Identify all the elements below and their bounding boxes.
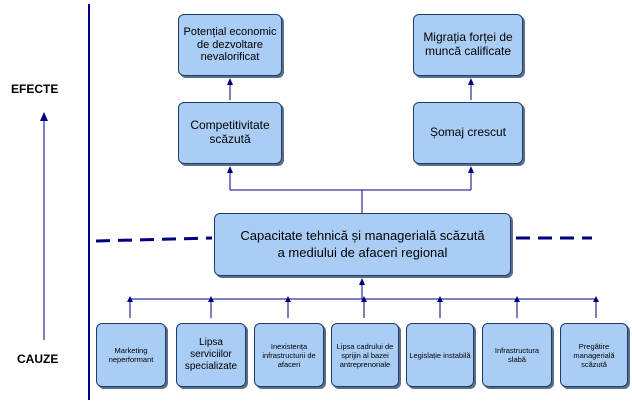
central-problem-box: Capacitate tehnică și managerială scăzut… [214, 213, 511, 276]
effect-box-potential: Potențial economic de dezvoltare nevalor… [178, 14, 282, 76]
effect-text: Potențial economic de dezvoltare nevalor… [183, 26, 277, 64]
cause-text: Inexistența infrastructurii de afaceri [262, 341, 316, 369]
central-problem-text: Capacitate tehnică și managerială scăzut… [240, 227, 485, 260]
cause-text: Pregătire managerială scăzută [573, 341, 615, 369]
cause-box: Lipsa cadrului de sprijin al bazei antre… [331, 323, 399, 387]
causes-label: CAUZE [17, 352, 59, 366]
cause-box: Legislație instabilă [406, 323, 474, 387]
effect-text: Migrația forței de muncă calificate [423, 30, 513, 58]
effect-box-unemployment: Șomaj crescut [413, 102, 523, 164]
arrow-head [468, 166, 474, 173]
direction-arrow-head [40, 112, 48, 121]
cause-box: Infrastructura slabă [482, 323, 552, 387]
arrow-head [227, 78, 233, 85]
dashed-separator-left [95, 236, 213, 243]
effect-text: Competitivitate scăzută [190, 118, 270, 146]
effects-label: EFECTE [11, 82, 59, 96]
cause-box: Marketing neperformant [96, 323, 166, 387]
effect-text: Șomaj crescut [429, 125, 507, 140]
arrow-head [227, 166, 233, 173]
arrow-head [468, 78, 474, 85]
effect-box-migration: Migrația forței de muncă calificate [413, 14, 523, 76]
cause-text: Marketing neperformant [108, 346, 154, 364]
cause-box: Inexistența infrastructurii de afaceri [254, 323, 324, 387]
effect-box-competitiveness: Competitivitate scăzută [178, 102, 282, 164]
cause-box: Pregătire managerială scăzută [560, 323, 628, 387]
cause-box: Lipsa serviciilor specializate [176, 323, 246, 387]
arrow-head [359, 278, 365, 285]
cause-text: Legislație instabilă [409, 350, 471, 360]
cause-text: Lipsa cadrului de sprijin al bazei antre… [336, 341, 394, 369]
cause-text: Lipsa serviciilor specializate [184, 337, 238, 372]
cause-text: Infrastructura slabă [494, 346, 540, 364]
